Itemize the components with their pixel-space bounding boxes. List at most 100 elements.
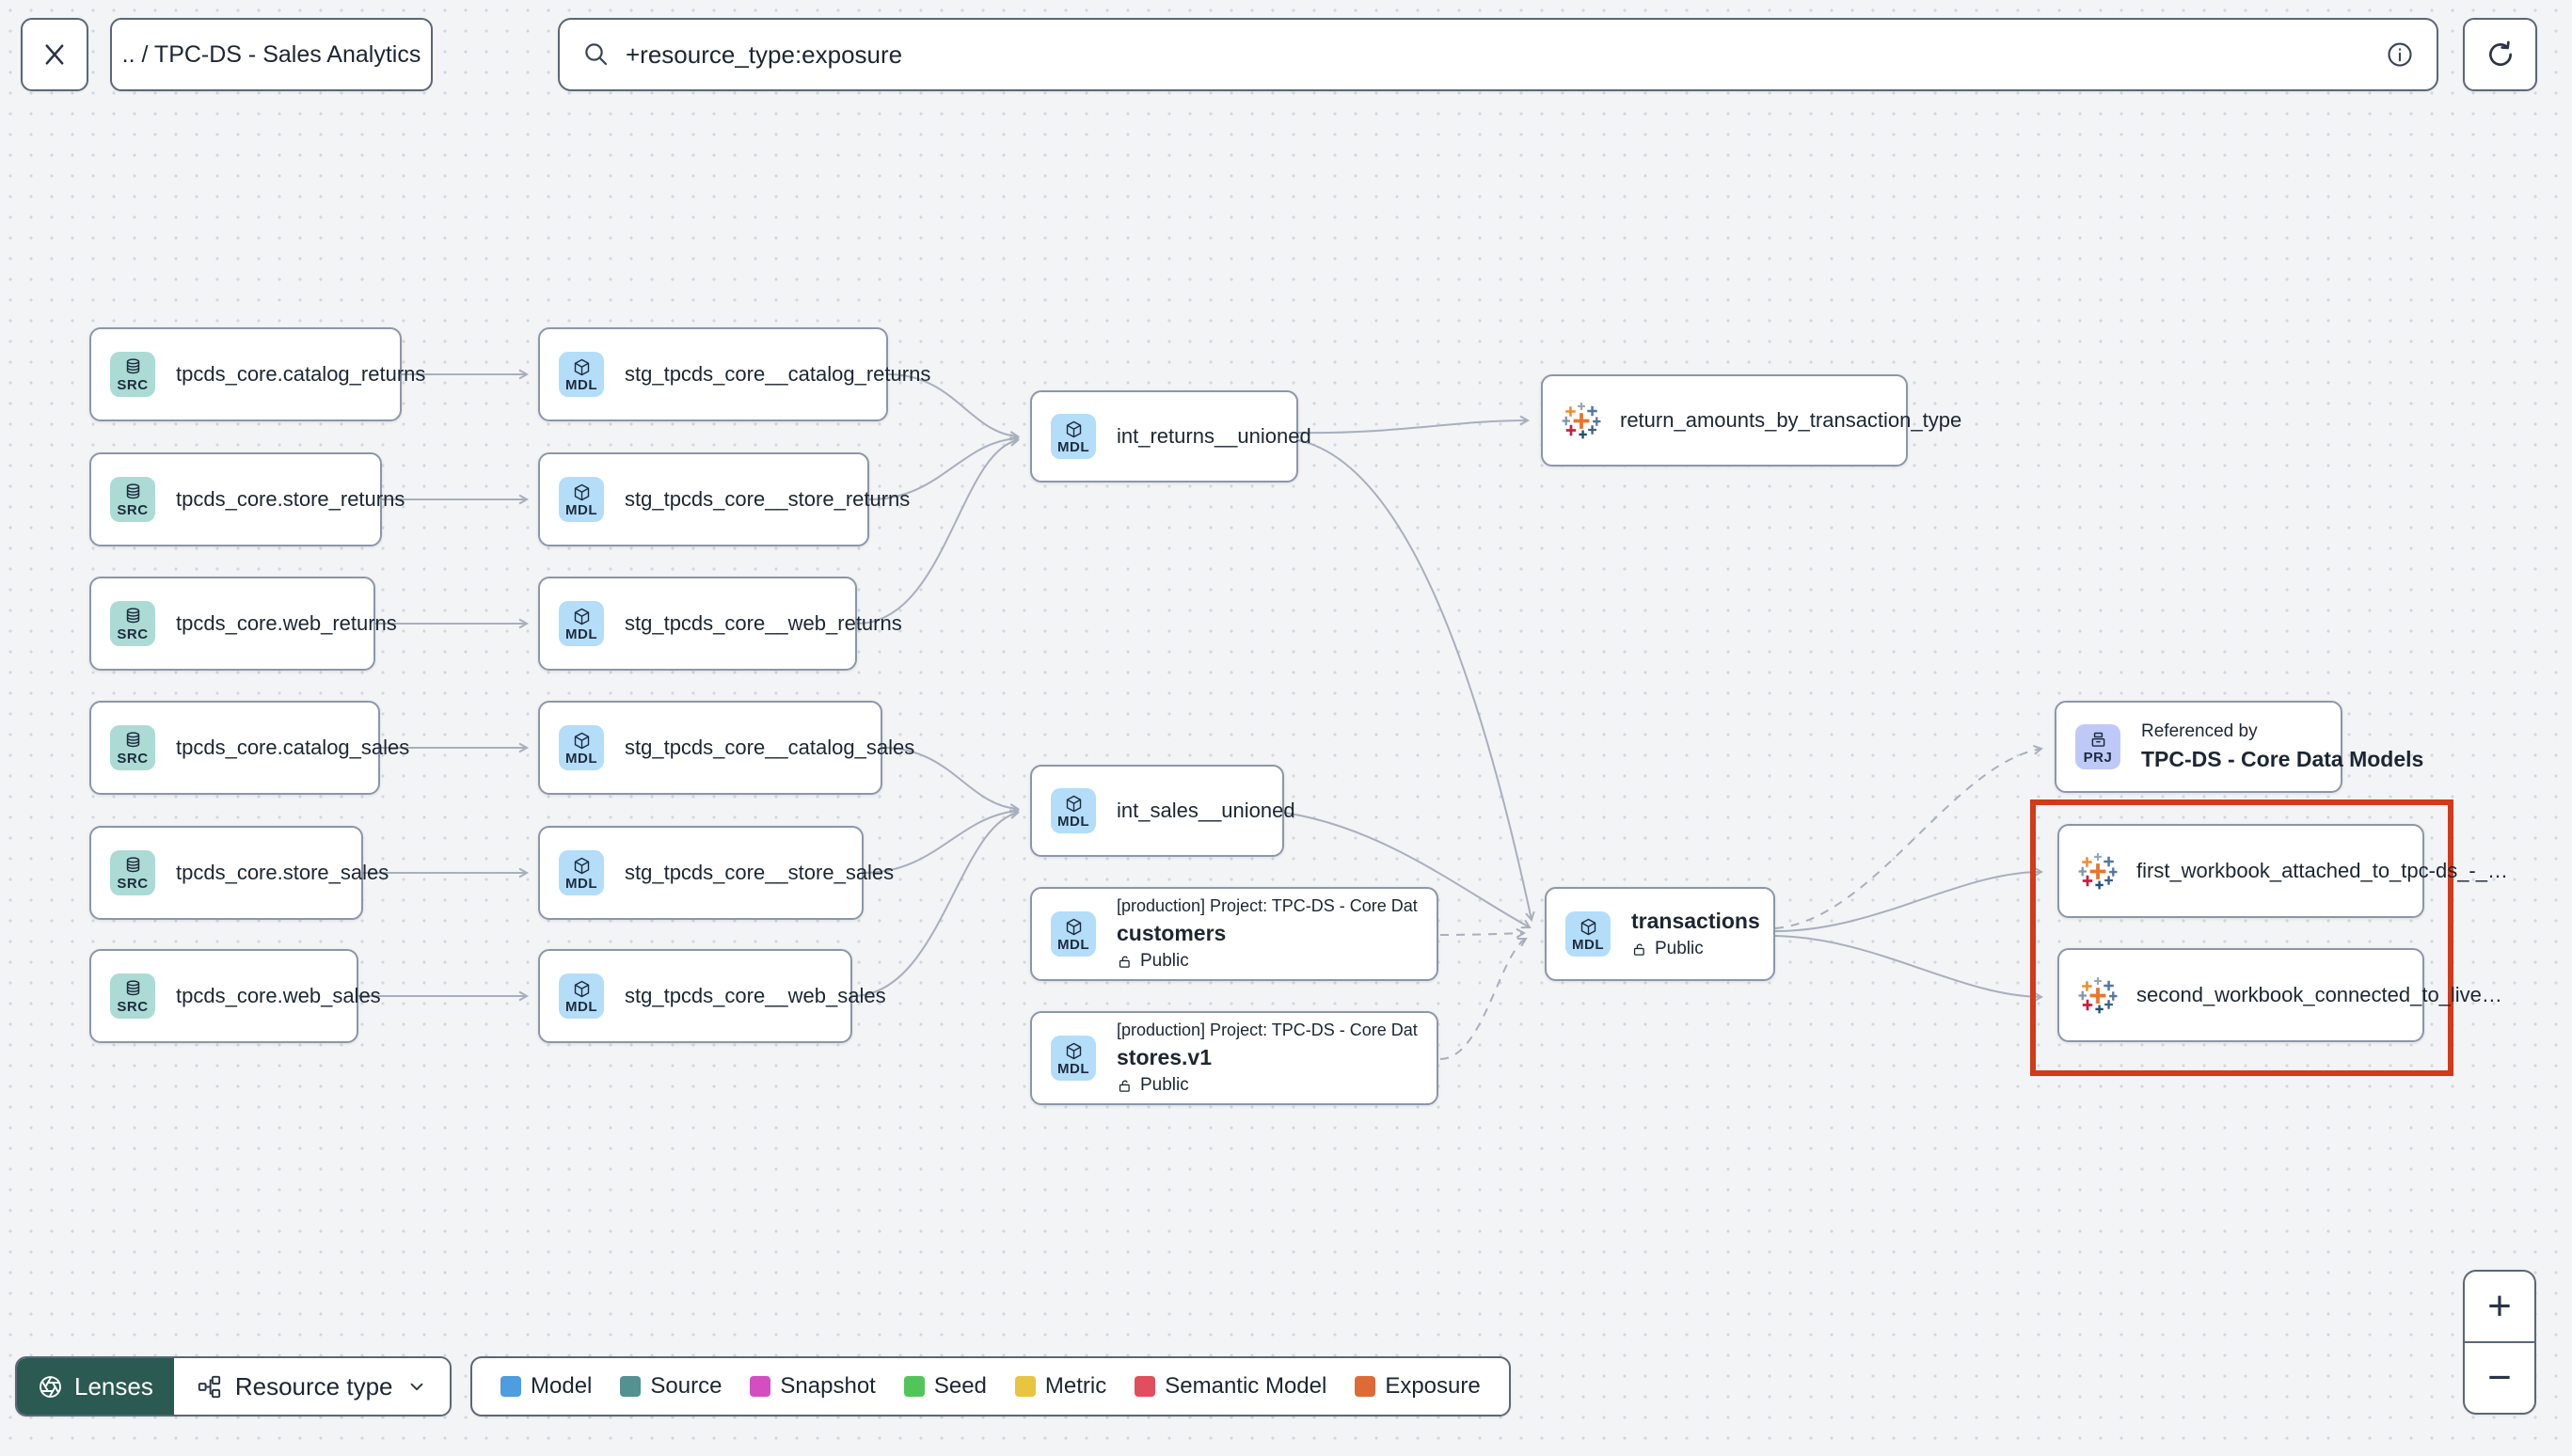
node-label: stg_tpcds_core__web_sales [625, 984, 886, 1007]
cube-icon [1066, 420, 1081, 437]
lenses-button[interactable]: Lenses [17, 1358, 174, 1415]
legend-item-exposure: Exposure [1355, 1373, 1481, 1400]
legend-swatch [1135, 1376, 1156, 1397]
close-icon [45, 44, 64, 65]
node-label: transactions [1631, 909, 1760, 933]
model-badge: MDL [1565, 911, 1611, 957]
search-bar[interactable] [558, 18, 2438, 91]
model-badge: MDL [1051, 788, 1096, 833]
cube-icon [574, 980, 589, 997]
lenses-label: Lenses [74, 1371, 153, 1401]
node-label: tpcds_core.catalog_returns [176, 362, 426, 386]
unlock-icon [1119, 956, 1130, 968]
resource-type-dropdown[interactable]: Resource type [173, 1358, 450, 1415]
cube-icon [574, 608, 589, 625]
zoom-out-button[interactable]: − [2487, 1354, 2512, 1401]
refresh-icon [2488, 40, 2512, 66]
node-label: customers [1117, 921, 1227, 945]
node-source-catalog-sales[interactable]: SRC tpcds_core.catalog_sales [89, 701, 409, 795]
node-exposure-second-workbook[interactable]: second_workbook_connected_to_live… [2057, 948, 2502, 1042]
node-stores-v1[interactable]: MDL [production] Project: TPC-DS - Core … [1030, 1011, 1438, 1105]
database-icon [126, 731, 139, 747]
close-button[interactable] [21, 18, 88, 91]
source-badge: SRC [110, 352, 155, 397]
node-int-returns-unioned[interactable]: MDL int_returns__unioned [1030, 390, 1311, 483]
node-label: TPC-DS - Core Data Models [2141, 747, 2424, 771]
zoom-in-button[interactable]: + [2465, 1272, 2534, 1343]
node-source-catalog-returns[interactable]: SRC tpcds_core.catalog_returns [89, 327, 425, 421]
node-source-store-sales[interactable]: SRC tpcds_core.store_sales [89, 826, 389, 920]
node-stg-catalog-sales[interactable]: MDL stg_tpcds_core__catalog_sales [538, 701, 914, 795]
model-badge: MDL [559, 973, 604, 1019]
source-badge: SRC [110, 850, 155, 895]
model-badge: MDL [1051, 414, 1096, 459]
legend-item-snapshot: Snapshot [750, 1373, 876, 1400]
node-label: tpcds_core.web_sales [176, 984, 381, 1007]
legend-swatch [500, 1376, 521, 1397]
node-label: stg_tpcds_core__web_returns [625, 611, 902, 635]
node-source-web-returns[interactable]: SRC tpcds_core.web_returns [89, 577, 397, 671]
model-badge: MDL [559, 477, 604, 522]
node-project-ref[interactable]: PRJ Referenced by TPC-DS - Core Data Mod… [2055, 701, 2424, 793]
node-label: int_sales__unioned [1117, 799, 1295, 822]
legend-item-semantic-model: Semantic Model [1135, 1373, 1326, 1400]
node-int-sales-unioned[interactable]: MDL int_sales__unioned [1030, 765, 1295, 857]
legend-swatch [620, 1376, 642, 1397]
project-badge: PRJ [2075, 724, 2120, 769]
model-badge: MDL [1051, 911, 1096, 957]
tableau-icon [2078, 853, 2118, 890]
tableau-icon [2078, 977, 2118, 1014]
node-label: first_workbook_attached_to_tpc-ds_-_… [2136, 859, 2508, 882]
access-row: Public [1117, 1075, 1418, 1096]
node-stg-store-sales[interactable]: MDL stg_tpcds_core__store_sales [538, 826, 894, 920]
node-stg-catalog-returns[interactable]: MDL stg_tpcds_core__catalog_returns [538, 327, 930, 421]
node-label: second_workbook_connected_to_live… [2136, 983, 2502, 1006]
cube-icon [574, 358, 589, 375]
search-icon [585, 43, 608, 66]
node-label: tpcds_core.web_returns [176, 611, 397, 635]
node-label: tpcds_core.catalog_sales [176, 736, 410, 759]
database-icon [126, 357, 139, 373]
node-transactions[interactable]: MDL transactions Public [1545, 887, 1775, 981]
access-row: Public [1631, 939, 1754, 959]
node-label: stg_tpcds_core__catalog_sales [625, 736, 915, 759]
node-project-header: [production] Project: TPC-DS - Core Data… [1117, 1021, 1418, 1039]
node-stg-web-returns[interactable]: MDL stg_tpcds_core__web_returns [538, 577, 902, 671]
legend-item-seed: Seed [903, 1373, 987, 1400]
database-icon [126, 979, 139, 995]
model-badge: MDL [559, 850, 604, 895]
node-stg-web-sales[interactable]: MDL stg_tpcds_core__web_sales [538, 949, 886, 1043]
database-icon [126, 483, 139, 499]
node-label: tpcds_core.store_sales [176, 861, 389, 884]
node-label: tpcds_core.store_returns [176, 487, 405, 511]
refresh-button[interactable] [2463, 18, 2537, 91]
info-icon[interactable] [2386, 40, 2414, 69]
cube-icon [574, 483, 589, 500]
legend-swatch [903, 1376, 925, 1397]
node-customers[interactable]: MDL [production] Project: TPC-DS - Core … [1030, 887, 1438, 981]
legend-swatch [1014, 1376, 1036, 1397]
node-source-web-sales[interactable]: SRC tpcds_core.web_sales [89, 949, 381, 1043]
lenses-group: Lenses Resource type [15, 1356, 452, 1416]
node-source-store-returns[interactable]: SRC tpcds_core.store_returns [89, 452, 405, 546]
node-exposure-return-amounts[interactable]: return_amounts_by_transaction_type [1541, 374, 1961, 467]
search-input[interactable] [626, 40, 2386, 70]
node-stg-store-returns[interactable]: MDL stg_tpcds_core__store_returns [538, 452, 910, 546]
cube-icon [574, 857, 589, 874]
node-label: stores.v1 [1117, 1045, 1213, 1069]
model-badge: MDL [1051, 1036, 1096, 1081]
unlock-icon [1633, 943, 1644, 956]
database-icon [126, 856, 139, 872]
breadcrumb-label: .. / TPC-DS - Sales Analytics [121, 40, 421, 68]
database-icon [126, 607, 139, 623]
sitemap-icon [198, 1375, 220, 1398]
legend-item-model: Model [500, 1373, 592, 1400]
breadcrumb[interactable]: .. / TPC-DS - Sales Analytics [110, 18, 433, 91]
source-badge: SRC [110, 725, 155, 770]
node-label: return_amounts_by_transaction_type [1620, 408, 1962, 432]
legend-item-source: Source [620, 1373, 722, 1400]
project-icon [2091, 732, 2104, 747]
zoom-controls: + − [2463, 1270, 2536, 1415]
node-exposure-first-workbook[interactable]: first_workbook_attached_to_tpc-ds_-_… [2057, 824, 2508, 918]
